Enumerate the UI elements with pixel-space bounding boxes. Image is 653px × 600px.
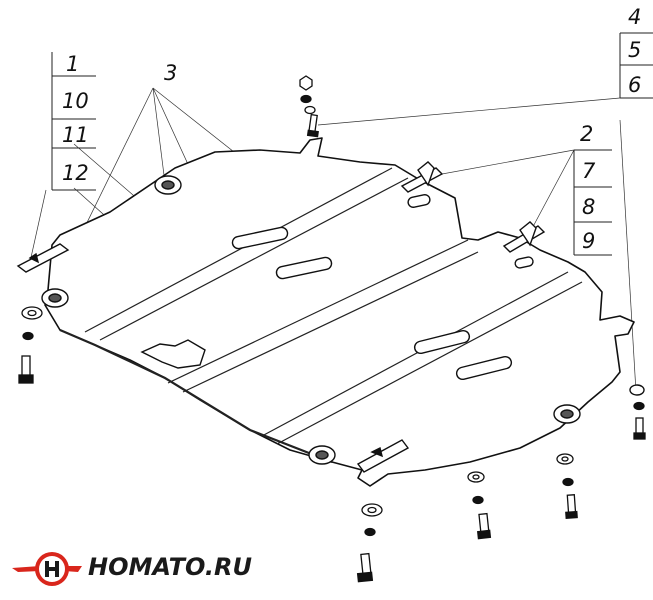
callout-left: 1 10 11 12: [51, 52, 96, 191]
bolt-bottom-right: [556, 453, 578, 520]
callout-7: 7: [582, 159, 596, 183]
callout-4: 4: [628, 5, 641, 29]
logo-h-icon: [45, 561, 59, 577]
skid-plate-ribs: [59, 167, 583, 464]
callout-12: 12: [62, 161, 89, 185]
callout-9: 9: [582, 229, 595, 253]
fasteners: [18, 75, 646, 583]
brand-name: HOMATO.RU: [88, 553, 252, 581]
brackets: [16, 161, 546, 473]
callout-1: 1: [66, 52, 79, 76]
callout-2: 2: [580, 122, 593, 146]
callout-10: 10: [62, 89, 89, 113]
callout-top: 3: [164, 61, 177, 85]
callout-8: 8: [582, 195, 595, 219]
bolt-far-right: [633, 401, 646, 440]
slots: [231, 194, 534, 381]
mount-points: [41, 175, 645, 465]
bolt-bottom-left: [356, 503, 383, 583]
mount-point: [308, 445, 336, 465]
brand-logo: [12, 552, 82, 586]
nut-top: [299, 75, 319, 138]
mount-point: [154, 175, 182, 195]
bracket-bottom: [356, 439, 410, 473]
mount-point: [629, 384, 645, 396]
mount-point: [41, 288, 69, 308]
callout-6: 6: [628, 73, 641, 97]
logo-wing-left: [12, 566, 40, 572]
bolt-bottom-middle: [467, 471, 492, 540]
bracket-mid: [400, 161, 444, 193]
callout-5: 5: [628, 38, 641, 62]
mount-point: [553, 404, 581, 424]
bracket-left: [16, 243, 70, 273]
bolt-left: [18, 306, 43, 384]
skid-plate: [44, 137, 635, 487]
callout-middle: 2 7 8 9: [573, 122, 612, 256]
plate-cutout: [140, 339, 206, 369]
bracket-right: [502, 221, 546, 253]
callout-11: 11: [62, 123, 89, 147]
callout-3: 3: [164, 61, 177, 85]
callout-right: 4 5 6: [619, 5, 653, 99]
